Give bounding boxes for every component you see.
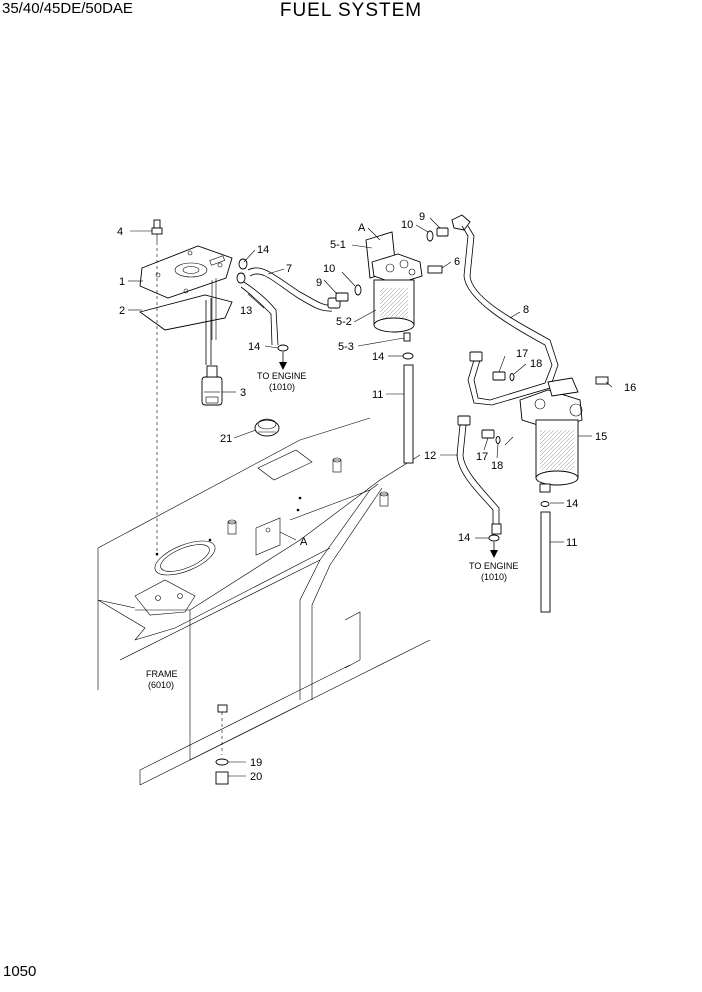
note-frame-ref: (6010) <box>148 680 174 690</box>
note-frame: FRAME <box>146 669 178 679</box>
leader-lines <box>128 217 613 777</box>
callout-14-filter: 14 <box>372 351 384 363</box>
drain-plug <box>215 704 229 785</box>
hoses-7-13 <box>236 258 341 346</box>
callout-17-lower: 17 <box>476 451 488 463</box>
callout-16: 16 <box>624 382 636 394</box>
page-number: 1050 <box>3 963 37 980</box>
callout-6: 6 <box>454 256 460 268</box>
callout-12: 12 <box>424 450 436 462</box>
frame-drawing <box>97 417 431 786</box>
callout-8: 8 <box>523 304 529 316</box>
oring-14c-shape <box>488 534 500 542</box>
model-number: 35/40/45DE/50DAE <box>2 0 133 17</box>
callout-15: 15 <box>595 431 607 443</box>
callout-14-right: 14 <box>566 498 578 510</box>
oring-14b-shape <box>402 352 414 360</box>
callout-18-upper: 18 <box>530 358 542 370</box>
callout-3: 3 <box>240 387 246 399</box>
callout-2: 2 <box>119 305 125 317</box>
callout-5-1: 5-1 <box>330 239 346 251</box>
callout-a-filter: A <box>358 222 366 234</box>
callout-5-3: 5-3 <box>338 341 354 353</box>
callout-13: 13 <box>240 305 252 317</box>
callout-a-frame: A <box>300 536 308 548</box>
callout-9-top: 9 <box>419 211 425 223</box>
hoses-11-12 <box>403 364 502 535</box>
callout-21: 21 <box>220 433 232 445</box>
callout-5-2: 5-2 <box>336 316 352 328</box>
fuel-filter-5 <box>335 214 471 342</box>
callout-20: 20 <box>250 771 262 783</box>
callout-9-left: 9 <box>316 277 322 289</box>
callout-4: 4 <box>117 226 123 238</box>
pipe-8 <box>461 225 559 406</box>
callout-14-lower: 14 <box>458 532 470 544</box>
page-title: FUEL SYSTEM <box>279 0 423 21</box>
note-to-engine-2: TO ENGINE <box>469 561 518 571</box>
callout-11-left: 11 <box>372 389 383 401</box>
callout-17-upper: 17 <box>516 348 528 360</box>
callout-19: 19 <box>250 757 262 769</box>
note-to-engine-1-ref: (1010) <box>269 382 295 392</box>
sender-assembly <box>138 219 280 556</box>
callout-10-top: 10 <box>401 219 413 231</box>
note-to-engine-1: TO ENGINE <box>257 371 306 381</box>
fuel-filter-15 <box>481 371 609 613</box>
note-to-engine-2-ref: (1010) <box>481 572 507 582</box>
callout-14-left: 14 <box>248 341 260 353</box>
callout-10-left: 10 <box>323 263 335 275</box>
callout-18-lower: 18 <box>491 460 503 472</box>
callout-14-upper: 14 <box>257 244 269 256</box>
callout-1: 1 <box>119 276 125 288</box>
oring-14a-shape <box>277 344 289 352</box>
callout-11-right: 11 <box>566 537 577 549</box>
callout-7: 7 <box>286 263 292 275</box>
